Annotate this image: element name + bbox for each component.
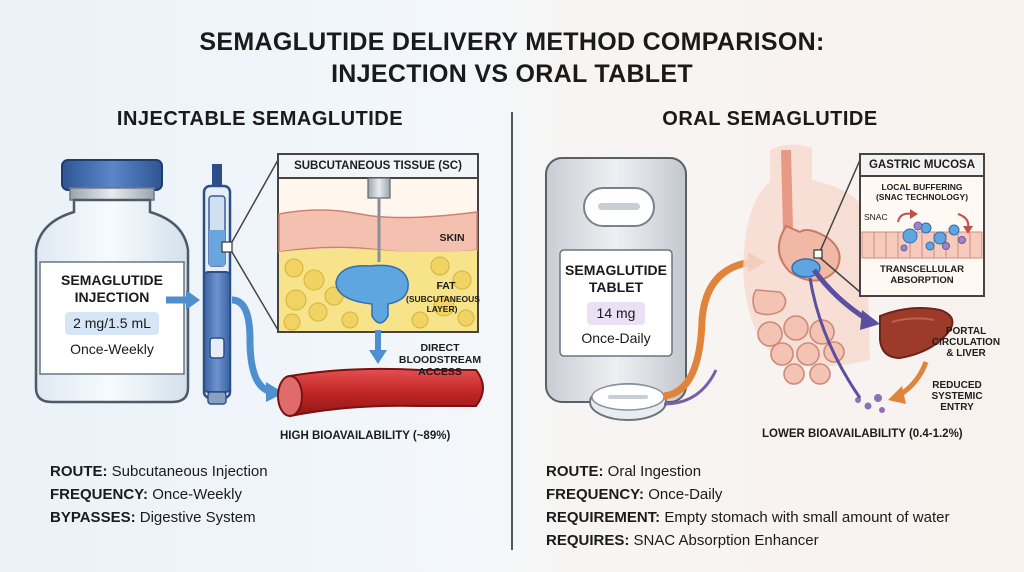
oral-fact-requirement: REQUIREMENT: Empty stomach with small am… (546, 509, 950, 526)
tablet-label-line2: TABLET (588, 279, 644, 295)
injection-fact-bypasses: BYPASSES: Digestive System (50, 509, 256, 526)
injection-fact-route: ROUTE: Subcutaneous Injection (50, 463, 268, 480)
liver (879, 307, 954, 360)
oral-bioavailability: LOWER BIOAVAILABILITY (0.4-1.2%) (762, 428, 963, 440)
tissue-inset-title: SUBCUTANEOUS TISSUE (SC) (294, 160, 462, 172)
injection-pen (202, 164, 233, 405)
injection-facts: ROUTE: Subcutaneous Injection FREQUENCY:… (50, 460, 490, 529)
vial-dose: 2 mg/1.5 mL (65, 312, 159, 335)
tablet-purple-trail (663, 369, 718, 406)
direct-line3: ACCESS (418, 366, 462, 378)
vial-frequency: Once-Weekly (70, 341, 154, 357)
reduced-entry-label: REDUCED SYSTEMIC ENTRY (912, 380, 1002, 413)
page-title-line1: SEMAGLUTIDE DELIVERY METHOD COMPARISON: (199, 28, 825, 56)
mucosa-zoom-top (817, 159, 861, 257)
tablet-label-line1: SEMAGLUTIDE (565, 262, 667, 278)
fat-sublabel-line1: (SUBCUTANEOUS (406, 294, 480, 304)
oral-fact-frequency: FREQUENCY: Once-Daily (546, 486, 723, 503)
section-divider (511, 112, 513, 550)
oral-heading: ORAL SEMAGLUTIDE (662, 108, 878, 130)
buffering-label: LOCAL BUFFERING (SNAC TECHNOLOGY) (862, 182, 982, 202)
buffer-line1: LOCAL BUFFERING (881, 182, 963, 192)
blood-vessel (277, 367, 484, 418)
systemic-drug-dots (855, 394, 885, 413)
pen-to-blood-arrow (231, 296, 273, 396)
portal-liver-label: PORTAL CIRCULATION & LIVER (926, 326, 1006, 359)
mucosa-title: GASTRIC MUCOSA (868, 159, 976, 171)
vial-label-line2: INJECTION (74, 289, 150, 305)
direct-line2: BLOODSTREAM (398, 354, 482, 366)
oral-fact-route: ROUTE: Oral Ingestion (546, 463, 702, 480)
buffer-line2: (SNAC TECHNOLOGY) (875, 192, 969, 202)
vial-label: SEMAGLUTIDE INJECTION 2 mg/1.5 mL Once-W… (40, 272, 184, 358)
vial-label-line1: SEMAGLUTIDE (61, 272, 163, 288)
injectable-heading: INJECTABLE SEMAGLUTIDE (116, 108, 404, 130)
tablet-frequency: Once-Daily (581, 330, 651, 346)
reduced-line2: SYSTEMIC (931, 391, 983, 402)
gastric-mucosa-inset (859, 153, 985, 297)
oral-fact-requires: REQUIRES: SNAC Absorption Enhancer (546, 532, 819, 549)
zoom-line-top (231, 159, 279, 243)
reduced-line3: ENTRY (940, 402, 974, 413)
portal-line3: & LIVER (946, 348, 986, 359)
zoom-line-bottom (231, 251, 279, 331)
mucosa-zoom-bottom (817, 255, 861, 293)
snac-label: SNAC (864, 212, 888, 222)
page-title-line2: INJECTION VS ORAL TABLET (331, 60, 693, 88)
transcellular-line1: TRANSCELLULAR (880, 264, 964, 275)
reduced-line1: REDUCED (932, 380, 982, 391)
transcellular-line2: ABSORPTION (890, 275, 954, 286)
injection-bioavailability: HIGH BIOAVAILABILITY (~89%) (280, 430, 451, 442)
direct-access-label: DIRECT BLOODSTREAM ACCESS (392, 342, 488, 378)
stomach-to-systemic-line (808, 277, 862, 399)
transcellular-label: TRANSCELLULAR ABSORPTION (862, 264, 982, 286)
portal-line2: CIRCULATION (931, 337, 1001, 348)
vial (34, 159, 190, 404)
fat-sublabel-line2: LAYER) (426, 304, 458, 314)
portal-line1: PORTAL (945, 326, 987, 337)
oral-facts: ROUTE: Oral Ingestion FREQUENCY: Once-Da… (546, 460, 1016, 552)
tablet-label: SEMAGLUTIDE TABLET 14 mg Once-Daily (560, 262, 672, 347)
fat-sublabel: (SUBCUTANEOUS LAYER) (406, 294, 480, 314)
tablet-to-stomach-arrow (663, 258, 753, 400)
injection-fact-frequency: FREQUENCY: Once-Weekly (50, 486, 242, 503)
tablet-dose: 14 mg (586, 302, 646, 325)
direct-line1: DIRECT (420, 342, 460, 354)
fat-label: FAT (436, 280, 456, 292)
tissue-inset (277, 153, 479, 333)
loose-tablet (589, 383, 667, 421)
skin-label: SKIN (439, 232, 465, 244)
